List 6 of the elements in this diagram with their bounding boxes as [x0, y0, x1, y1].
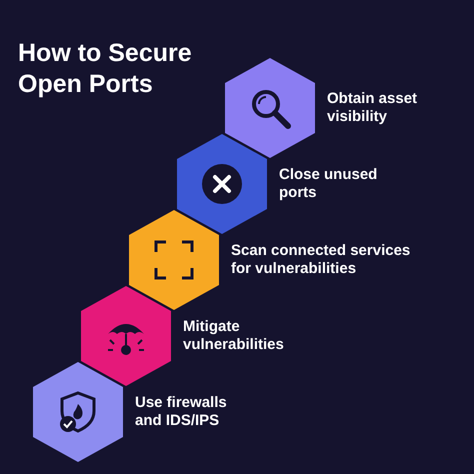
step-text: Mitigate vulnerabilities [183, 318, 285, 354]
step-text: Close unused ports [279, 166, 378, 202]
title: How to Secure Open Ports [18, 38, 193, 100]
step-text: Use firewalls and IDS/IPS [135, 394, 228, 430]
step-text: Scan connected services for vulnerabilities [231, 242, 411, 278]
step-text: Obtain asset visibility [327, 90, 418, 126]
